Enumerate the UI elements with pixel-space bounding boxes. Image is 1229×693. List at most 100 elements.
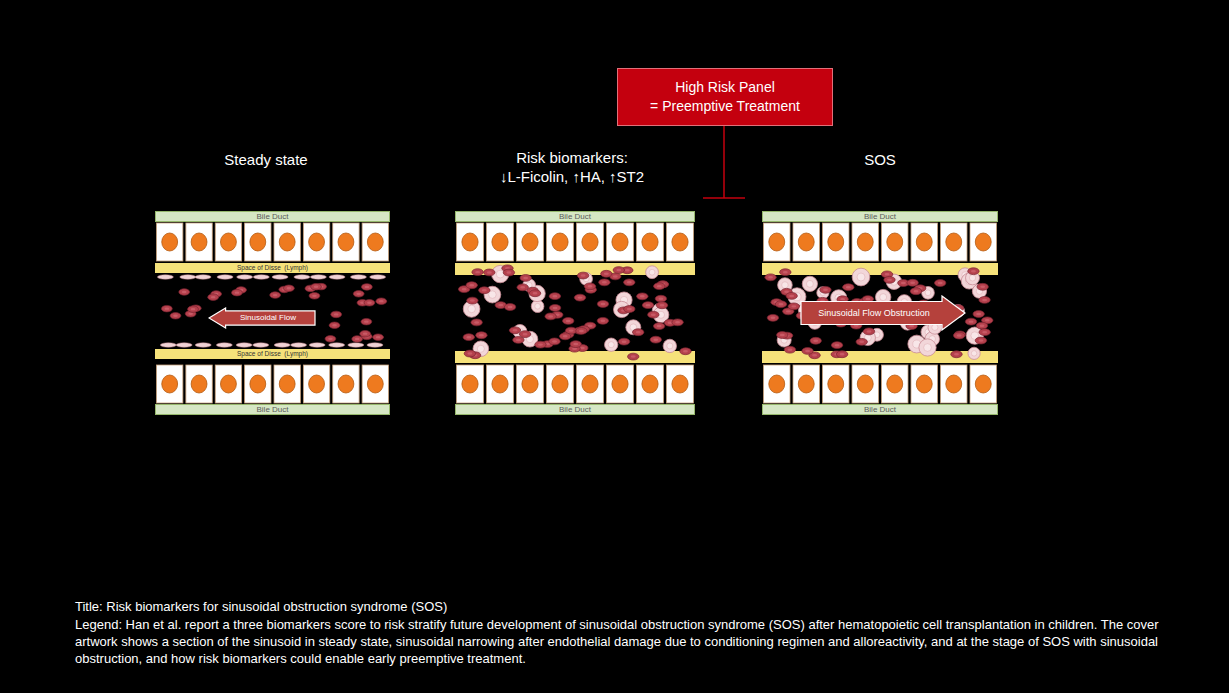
red-cell-center [314, 286, 319, 288]
red-cell [597, 301, 608, 308]
panel-heading: Steady state [224, 150, 307, 169]
red-cell [574, 294, 585, 301]
red-cell-center [601, 303, 606, 305]
red-cell [361, 284, 372, 290]
red-cell [188, 306, 199, 312]
red-cell-center [523, 277, 528, 279]
red-cell [283, 285, 294, 291]
pale-cell-center [925, 290, 931, 296]
panel-heading: SOS [864, 150, 896, 169]
hepatocyte [157, 223, 183, 261]
red-cell-center [191, 308, 196, 310]
red-cell [637, 293, 648, 300]
endothelial-cell [370, 275, 386, 279]
nucleus [857, 375, 873, 393]
red-cell-center [538, 343, 543, 345]
red-cell [642, 302, 653, 309]
endothelial-cell [348, 343, 364, 347]
red-cell-center [498, 304, 503, 306]
endothelial-cell [329, 343, 345, 347]
hepatocyte [215, 223, 241, 261]
red-cell-center [470, 299, 475, 301]
nucleus [672, 375, 688, 393]
red-cell-center [328, 338, 333, 340]
red-cell [788, 303, 799, 310]
red-cell-center [578, 296, 583, 298]
endothelial-cell [217, 275, 233, 279]
nucleus [279, 233, 295, 251]
red-cell-center [365, 286, 370, 288]
arrow-fill [801, 296, 965, 330]
red-cell [472, 269, 483, 276]
pale-cell-center [608, 342, 614, 348]
nucleus [975, 233, 991, 251]
red-cell [977, 283, 988, 290]
red-cell-center [474, 321, 479, 323]
red-cell [311, 283, 322, 289]
pale-cell [605, 338, 618, 351]
nucleus [221, 233, 237, 251]
red-cell-center [182, 291, 187, 293]
red-cell-center [887, 279, 892, 281]
hepatocyte [517, 223, 544, 261]
pale-cell-center [667, 343, 673, 349]
red-cell [559, 333, 570, 340]
red-cell [934, 280, 945, 287]
nucleus [250, 233, 266, 251]
panel-heading: ↓L-Ficolin, ↑HA, ↑ST2 [500, 167, 644, 186]
red-cell [517, 284, 528, 291]
red-cell-center [657, 285, 662, 287]
pale-cell [802, 276, 817, 291]
red-cell [520, 275, 531, 282]
nucleus [162, 233, 178, 251]
pale-cell [919, 339, 936, 356]
red-cell-center [364, 321, 369, 323]
red-cell-center [969, 320, 974, 322]
nucleus [769, 375, 785, 393]
red-cell-center [467, 352, 472, 354]
red-cell [353, 291, 364, 297]
red-cell-center [651, 313, 656, 315]
red-cell [504, 304, 515, 311]
red-cell [529, 290, 540, 297]
red-cell [597, 317, 608, 324]
nucleus [462, 233, 478, 251]
nucleus [309, 375, 325, 393]
red-cell-center [363, 333, 368, 335]
hepatocyte [941, 223, 968, 261]
panel-heading: Risk biomarkers: [516, 148, 628, 167]
hepatocyte [487, 365, 514, 403]
pale-cell [663, 339, 676, 352]
nucleus [250, 375, 266, 393]
nucleus [612, 233, 628, 251]
red-cell-center [646, 304, 651, 306]
red-cell [179, 289, 190, 295]
red-cell [975, 337, 986, 344]
red-cell-center [846, 286, 851, 288]
red-cell-center [211, 296, 216, 298]
endothelial-cell [274, 343, 290, 347]
red-cell [968, 268, 979, 275]
red-cell [979, 297, 990, 304]
inhibition-line [723, 126, 725, 198]
nucleus [221, 375, 237, 393]
red-cell-center [332, 324, 337, 326]
hepatocyte [793, 365, 820, 403]
red-cell [656, 302, 667, 309]
nucleus [798, 233, 814, 251]
red-cell-center [976, 313, 981, 315]
red-cell [331, 311, 342, 317]
red-cell-center [978, 339, 983, 341]
red-cell-center [235, 291, 240, 293]
red-cell-center [516, 339, 521, 341]
node-text: Sinusoidal Flow Obstruction [818, 308, 930, 319]
nucleus [916, 375, 932, 393]
inhibition-bar [703, 197, 745, 199]
hepatocyte [637, 223, 664, 261]
red-cell-center [508, 306, 513, 308]
red-cell-center [957, 334, 962, 336]
red-cell-center [616, 269, 621, 271]
red-cell-center [910, 282, 915, 284]
red-cell-center [312, 295, 317, 297]
